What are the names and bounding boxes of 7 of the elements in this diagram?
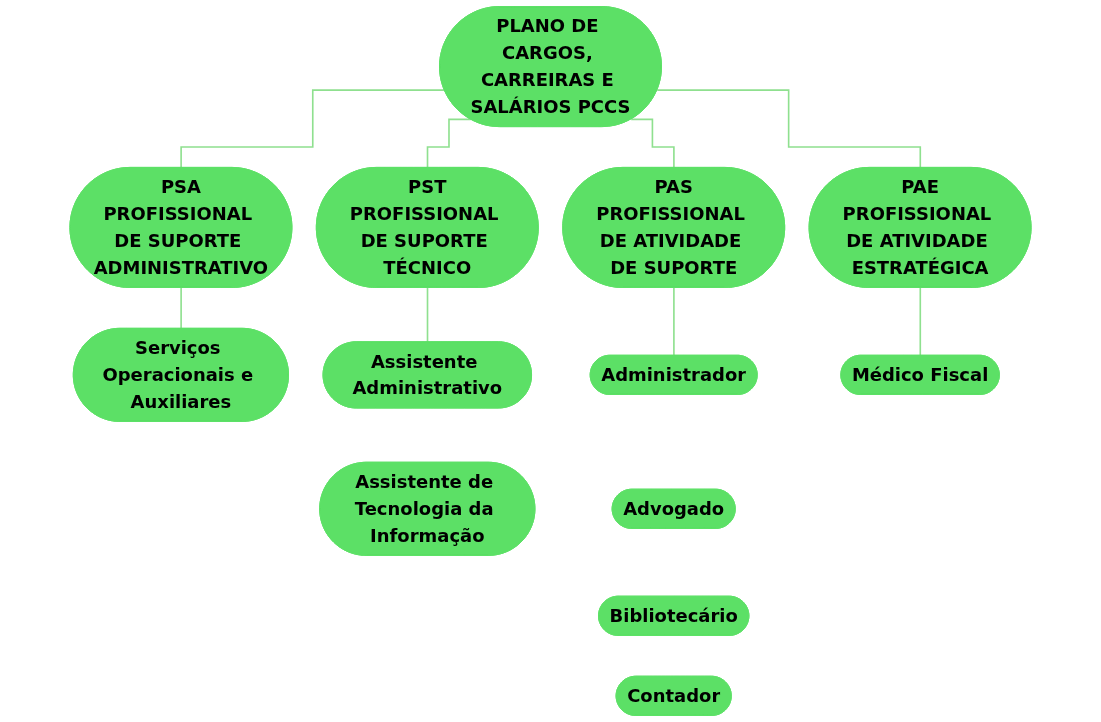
connector [673,287,675,357]
connector [630,118,675,169]
connector [919,287,922,357]
connector [656,89,922,169]
connector [426,118,472,169]
connector [180,287,183,330]
connector [180,89,446,169]
